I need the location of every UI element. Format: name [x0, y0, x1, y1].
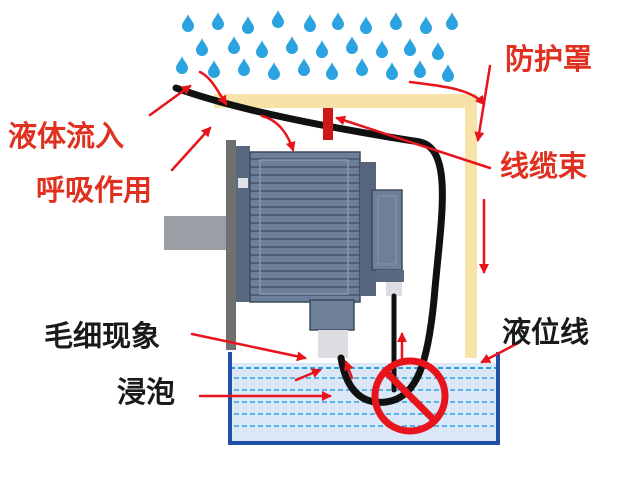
water-drop-icon	[390, 12, 402, 30]
label-cable-tie: 线缆束	[500, 149, 588, 183]
cable	[172, 84, 446, 406]
flow-arrows	[148, 64, 522, 401]
liquid-tank	[228, 352, 500, 445]
water-drop-icon	[332, 12, 344, 30]
water-drop-icon	[346, 36, 358, 54]
water-drop-icon	[326, 62, 338, 80]
water-drop-icon	[316, 40, 328, 58]
water-drop-icon	[356, 58, 368, 76]
water-drop-icon	[272, 10, 284, 28]
water-drop-icon	[442, 64, 454, 82]
prohibit-icon	[371, 357, 449, 435]
water-drop-icon	[208, 60, 220, 78]
label-liquid-level: 液位线	[502, 315, 590, 349]
label-breathing: 呼吸作用	[36, 173, 153, 207]
water-drop-icon	[432, 42, 444, 60]
water-drop-icon	[286, 36, 298, 54]
label-liquid-inflow: 液体流入	[8, 119, 125, 153]
water-drop-icon	[420, 16, 432, 34]
water-drop-icon	[256, 40, 268, 58]
water-drop-icon	[176, 10, 458, 82]
water-drop-icon	[404, 38, 416, 56]
servo-motor	[164, 140, 404, 358]
label-capillary: 毛细现象	[44, 319, 161, 353]
label-immersion: 浸泡	[117, 375, 176, 409]
water-drop-icon	[298, 58, 310, 76]
water-drop-icon	[360, 16, 372, 34]
water-drop-icon	[182, 14, 194, 32]
label-cover: 防护罩	[505, 42, 593, 76]
water-drop-icon	[304, 14, 316, 32]
water-drop-icon	[446, 12, 458, 30]
water-drop-icon	[196, 38, 208, 56]
water-drop-icon	[376, 40, 388, 58]
water-drop-icon	[238, 58, 250, 76]
cable-tie	[323, 108, 333, 140]
water-drop-icon	[212, 12, 224, 30]
water-drop-icon	[242, 16, 254, 34]
water-drop-icon	[228, 36, 240, 54]
water-drop-icon	[414, 60, 426, 78]
water-drop-icon	[268, 62, 280, 80]
water-drop-icon	[176, 56, 188, 74]
water-drop-icon	[386, 62, 398, 80]
